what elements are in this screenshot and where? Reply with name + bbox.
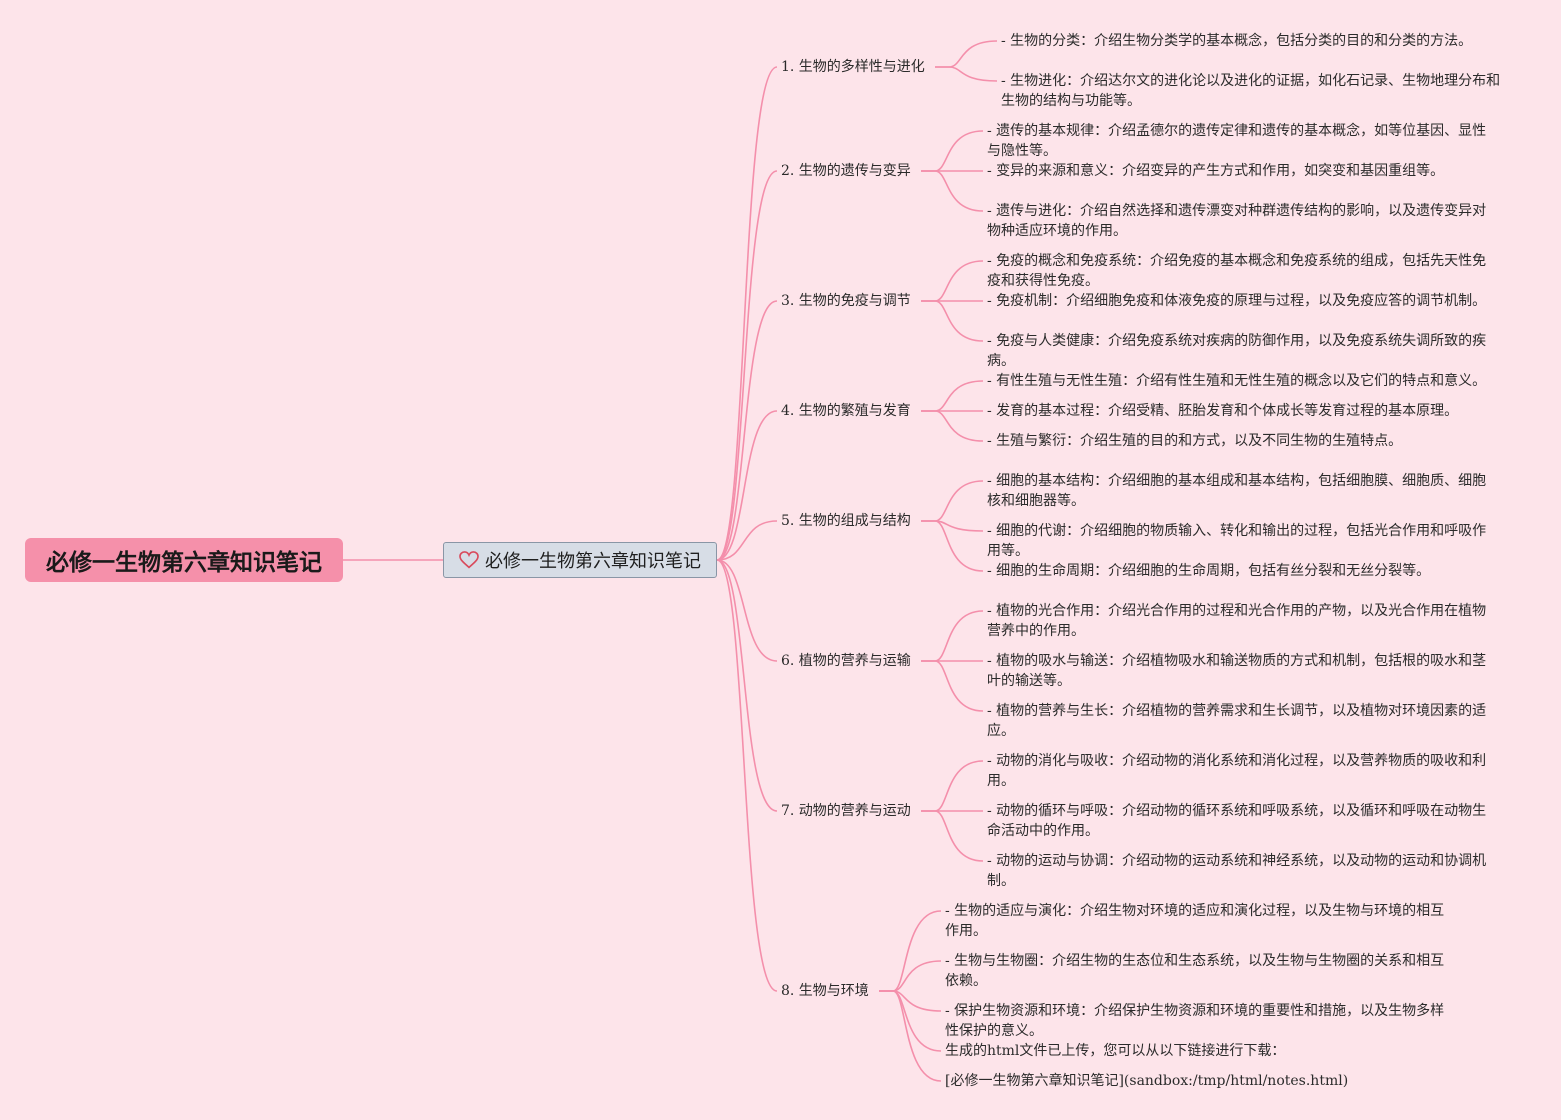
- leaf-topic[interactable]: - 生物的分类：介绍生物分类学的基本概念，包括分类的目的和分类的方法。: [1001, 33, 1473, 49]
- leaf-topic[interactable]: - 生物进化：介绍达尔文的进化论以及进化的证据，如化石记录、生物地理分布和生物的…: [1001, 73, 1501, 109]
- branch-to-leaf-line: [921, 520, 984, 532]
- leaf-topic[interactable]: - 生物的适应与演化：介绍生物对环境的适应和演化过程，以及生物与环境的相互作用。: [945, 903, 1445, 939]
- root-topic[interactable]: 必修一生物第六章知识笔记: [25, 538, 343, 582]
- branch-to-leaf-line: [921, 760, 984, 812]
- branch-to-leaf-line: [921, 260, 984, 302]
- hub-to-branch-line: [716, 520, 778, 561]
- hub-to-branch-line: [716, 559, 778, 812]
- leaf-topic[interactable]: - 遗传与进化：介绍自然选择和遗传漂变对种群遗传结构的影响，以及遗传变异对物种适…: [987, 203, 1487, 239]
- branch-to-leaf-line: [921, 610, 984, 662]
- branch-topic-5[interactable]: 5. 生物的组成与结构: [781, 513, 911, 529]
- branch-to-leaf-line: [921, 410, 984, 442]
- branch-topic-6[interactable]: 6. 植物的营养与运输: [781, 653, 911, 669]
- branch-to-leaf-line: [921, 810, 984, 862]
- root-topic-label: 必修一生物第六章知识笔记: [46, 550, 322, 576]
- leaf-topic[interactable]: - 动物的运动与协调：介绍动物的运动系统和神经系统，以及动物的运动和协调机制。: [987, 853, 1487, 889]
- leaf-topic[interactable]: - 发育的基本过程：介绍受精、胚胎发育和个体成长等发育过程的基本原理。: [987, 403, 1459, 419]
- leaf-topic[interactable]: 生成的html文件已上传，您可以从以下链接进行下载：: [945, 1043, 1286, 1059]
- branch-to-leaf-line: [879, 990, 942, 1082]
- branch-to-leaf-line: [879, 990, 942, 1012]
- leaf-topic[interactable]: - 免疫与人类健康：介绍免疫系统对疾病的防御作用，以及免疫系统失调所致的疾病。: [987, 333, 1487, 369]
- leaf-topic[interactable]: - 动物的循环与呼吸：介绍动物的循环系统和呼吸系统，以及循环和呼吸在动物生命活动…: [987, 803, 1487, 839]
- leaf-topic[interactable]: - 细胞的生命周期：介绍细胞的生命周期，包括有丝分裂和无丝分裂等。: [987, 563, 1431, 579]
- leaf-topic[interactable]: - 遗传的基本规律：介绍孟德尔的遗传定律和遗传的基本概念，如等位基因、显性与隐性…: [987, 123, 1487, 159]
- branch-to-leaf-line: [921, 660, 984, 712]
- leaf-topic[interactable]: - 细胞的基本结构：介绍细胞的基本组成和基本结构，包括细胞膜、细胞质、细胞核和细…: [987, 473, 1487, 509]
- central-topic[interactable]: 必修一生物第六章知识笔记: [443, 542, 717, 578]
- branch-to-leaf-line: [935, 40, 998, 68]
- leaf-topic[interactable]: - 免疫机制：介绍细胞免疫和体液免疫的原理与过程，以及免疫应答的调节机制。: [987, 293, 1487, 309]
- branch-to-leaf-line: [921, 300, 984, 342]
- branch-topic-2[interactable]: 2. 生物的遗传与变异: [781, 163, 911, 179]
- leaf-topic[interactable]: [必修一生物第六章知识笔记](sandbox:/tmp/html/notes.h…: [945, 1073, 1349, 1089]
- leaf-topic[interactable]: - 植物的吸水与输送：介绍植物吸水和输送物质的方式和机制，包括根的吸水和茎叶的输…: [987, 653, 1487, 689]
- branch-to-leaf-line: [921, 170, 984, 212]
- hub-to-branch-line: [716, 410, 778, 561]
- central-topic-label: 必修一生物第六章知识笔记: [485, 551, 701, 572]
- branch-to-leaf-line: [879, 960, 942, 992]
- leaf-topic[interactable]: - 细胞的代谢：介绍细胞的物质输入、转化和输出的过程，包括光合作用和呼吸作用等。: [987, 523, 1487, 559]
- heart-icon: [459, 551, 479, 569]
- hub-to-branch-line: [716, 559, 778, 992]
- leaf-topic[interactable]: - 生殖与繁衍：介绍生殖的目的和方式，以及不同生物的生殖特点。: [987, 433, 1403, 449]
- branch-to-leaf-line: [921, 480, 984, 522]
- branch-to-leaf-line: [921, 520, 984, 572]
- hub-to-branch-line: [716, 170, 778, 561]
- leaf-topic[interactable]: - 有性生殖与无性生殖：介绍有性生殖和无性生殖的概念以及它们的特点和意义。: [987, 373, 1487, 389]
- hub-to-branch-line: [716, 300, 778, 561]
- hub-to-branch-line: [716, 559, 778, 662]
- branch-topic-7[interactable]: 7. 动物的营养与运动: [781, 803, 911, 819]
- leaf-topic[interactable]: - 植物的光合作用：介绍光合作用的过程和光合作用的产物，以及光合作用在植物营养中…: [987, 603, 1487, 639]
- branch-to-leaf-line: [921, 130, 984, 172]
- branch-topic-1[interactable]: 1. 生物的多样性与进化: [781, 59, 925, 75]
- branch-topic-3[interactable]: 3. 生物的免疫与调节: [781, 293, 911, 309]
- hub-to-branch-line: [716, 66, 778, 561]
- leaf-topic[interactable]: - 免疫的概念和免疫系统：介绍免疫的基本概念和免疫系统的组成，包括先天性免疫和获…: [987, 253, 1487, 289]
- leaf-topic[interactable]: - 生物与生物圈：介绍生物的生态位和生态系统，以及生物与生物圈的关系和相互依赖。: [945, 953, 1445, 989]
- branch-to-leaf-line: [879, 910, 942, 992]
- leaf-topic[interactable]: - 植物的营养与生长：介绍植物的营养需求和生长调节，以及植物对环境因素的适应。: [987, 703, 1487, 739]
- branch-topic-4[interactable]: 4. 生物的繁殖与发育: [781, 403, 911, 419]
- branch-to-leaf-line: [921, 380, 984, 412]
- branch-topic-8[interactable]: 8. 生物与环境: [781, 983, 869, 999]
- leaf-topic[interactable]: - 变异的来源和意义：介绍变异的产生方式和作用，如突变和基因重组等。: [987, 163, 1445, 179]
- branch-to-leaf-line: [935, 66, 998, 82]
- leaf-topic[interactable]: - 动物的消化与吸收：介绍动物的消化系统和消化过程，以及营养物质的吸收和利用。: [987, 753, 1487, 789]
- leaf-topic[interactable]: - 保护生物资源和环境：介绍保护生物资源和环境的重要性和措施，以及生物多样性保护…: [945, 1003, 1445, 1039]
